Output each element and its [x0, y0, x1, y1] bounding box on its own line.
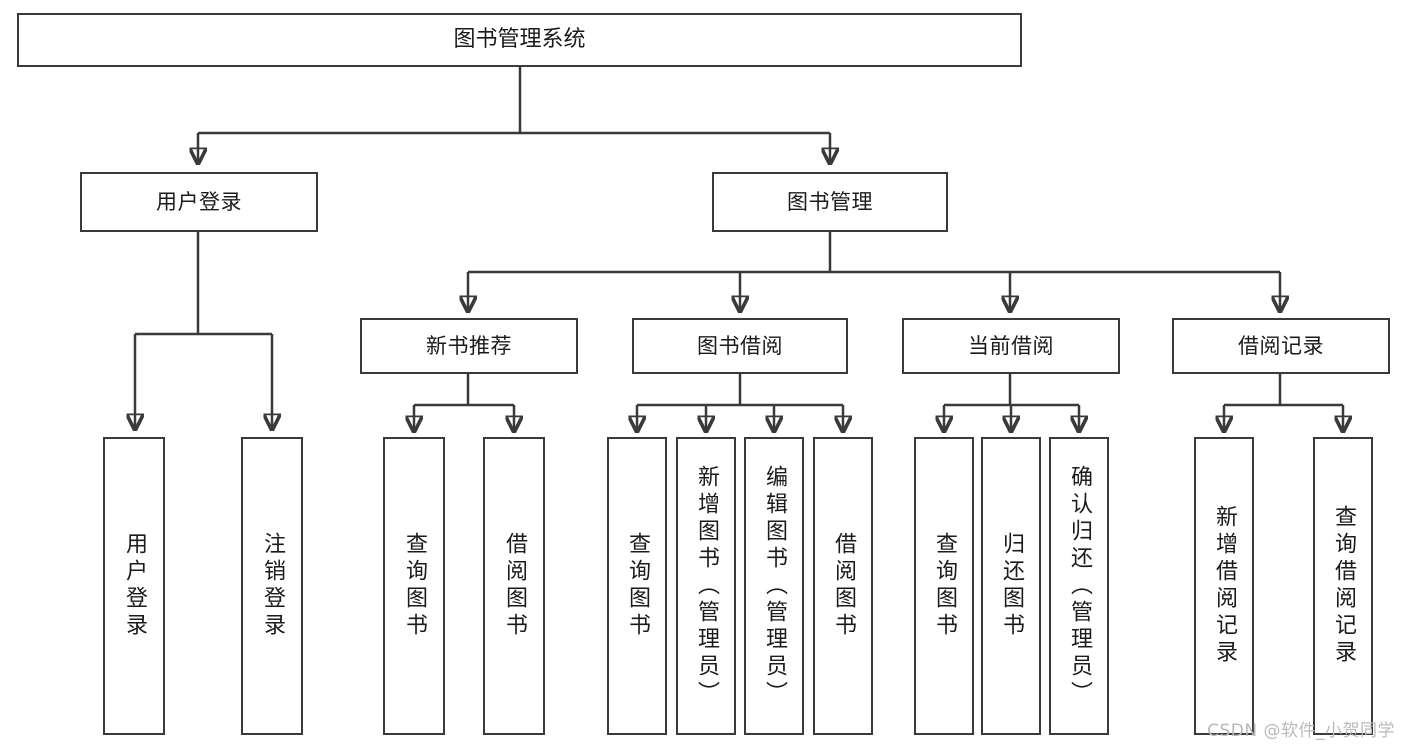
- node-leaf-user-login-label: 用户登录: [122, 532, 147, 640]
- node-current-borrow-label: 当前借阅: [968, 333, 1054, 358]
- watermark-text: CSDN @软件_小贺同学: [1207, 721, 1395, 741]
- node-book-borrow[interactable]: 图书借阅: [632, 318, 848, 374]
- node-leaf-logout[interactable]: 注销登录: [241, 437, 303, 735]
- node-leaf-borrow-query-label: 查询图书: [625, 532, 650, 640]
- node-leaf-record-query[interactable]: 查询借阅记录: [1313, 437, 1373, 735]
- node-leaf-borrow-add-label: 新增图书（管理员）: [694, 464, 719, 708]
- node-leaf-borrow-lend-label: 借阅图书: [831, 532, 856, 640]
- node-leaf-borrow-query[interactable]: 查询图书: [607, 437, 667, 735]
- node-leaf-current-return-label: 归还图书: [999, 532, 1024, 640]
- node-leaf-newbook-query-label: 查询图书: [402, 532, 427, 640]
- node-leaf-record-add[interactable]: 新增借阅记录: [1194, 437, 1254, 735]
- node-new-book-recommend-label: 新书推荐: [426, 333, 512, 358]
- node-leaf-record-query-label: 查询借阅记录: [1331, 505, 1356, 667]
- node-leaf-current-query[interactable]: 查询图书: [914, 437, 974, 735]
- node-leaf-user-login[interactable]: 用户登录: [103, 437, 165, 735]
- node-leaf-current-confirm-label: 确认归还（管理员）: [1067, 464, 1092, 708]
- node-root-system[interactable]: 图书管理系统: [17, 13, 1022, 67]
- node-current-borrow[interactable]: 当前借阅: [902, 318, 1120, 374]
- node-leaf-current-query-label: 查询图书: [932, 532, 957, 640]
- node-new-book-recommend[interactable]: 新书推荐: [360, 318, 578, 374]
- node-root-label: 图书管理系统: [453, 27, 586, 53]
- node-borrow-record[interactable]: 借阅记录: [1172, 318, 1390, 374]
- node-leaf-current-return[interactable]: 归还图书: [981, 437, 1041, 735]
- node-leaf-logout-label: 注销登录: [260, 532, 285, 640]
- node-leaf-borrow-lend[interactable]: 借阅图书: [813, 437, 873, 735]
- node-leaf-newbook-borrow[interactable]: 借阅图书: [483, 437, 545, 735]
- node-user-login-label: 用户登录: [156, 189, 242, 214]
- node-borrow-record-label: 借阅记录: [1238, 333, 1324, 358]
- node-leaf-borrow-edit[interactable]: 编辑图书（管理员）: [744, 437, 804, 735]
- node-book-manage-label: 图书管理: [787, 189, 873, 214]
- node-user-login[interactable]: 用户登录: [80, 172, 318, 232]
- node-leaf-borrow-edit-label: 编辑图书（管理员）: [762, 464, 787, 708]
- node-leaf-newbook-query[interactable]: 查询图书: [383, 437, 445, 735]
- node-book-manage[interactable]: 图书管理: [712, 172, 948, 232]
- node-leaf-borrow-add[interactable]: 新增图书（管理员）: [676, 437, 736, 735]
- node-leaf-current-confirm[interactable]: 确认归还（管理员）: [1049, 437, 1109, 735]
- node-book-borrow-label: 图书借阅: [697, 333, 783, 358]
- node-leaf-newbook-borrow-label: 借阅图书: [502, 532, 527, 640]
- node-leaf-record-add-label: 新增借阅记录: [1212, 505, 1237, 667]
